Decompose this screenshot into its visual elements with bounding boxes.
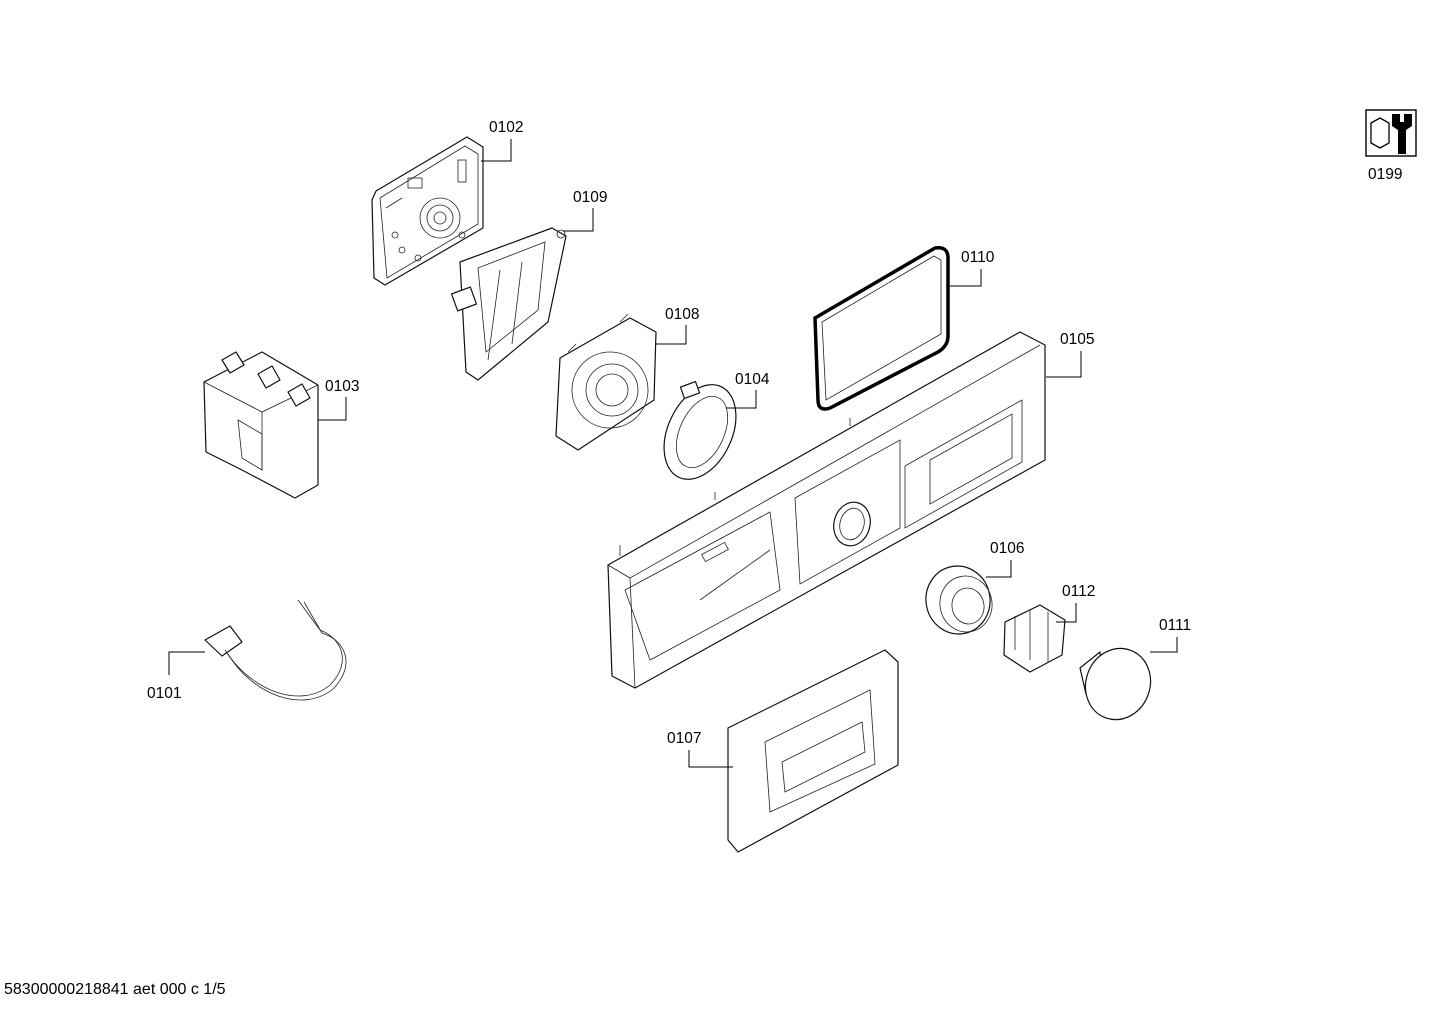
callout-0111: 0111 — [1159, 617, 1191, 634]
part-0101-power-cord — [204, 599, 347, 701]
part-0105-control-panel — [607, 331, 1046, 689]
part-0107-drawer-handle — [727, 649, 899, 853]
callout-0109: 0109 — [573, 189, 607, 206]
part-0102-pcb — [371, 136, 484, 286]
callout-0107: 0107 — [667, 730, 701, 747]
callout-0103: 0103 — [325, 378, 359, 395]
callout-0106: 0106 — [990, 540, 1024, 557]
wrench-nut-icon — [1365, 109, 1417, 157]
callout-0101: 0101 — [147, 685, 181, 702]
callout-0112: 0112 — [1062, 583, 1095, 600]
part-0106-knob-ring — [925, 565, 993, 635]
callout-0108: 0108 — [665, 306, 699, 323]
part-0110-display-window — [813, 245, 950, 411]
callout-0102: 0102 — [489, 119, 523, 136]
callout-0104: 0104 — [735, 371, 770, 388]
part-0112-encoder — [1003, 604, 1066, 673]
document-id-footer: 58300000218841 aet 000 c 1/5 — [4, 981, 226, 998]
part-0104-ring — [663, 381, 737, 480]
part-0103-module — [203, 351, 319, 499]
part-0109-frame — [450, 227, 567, 381]
callout-0105: 0105 — [1060, 331, 1094, 348]
callout-0110: 0110 — [961, 249, 995, 266]
part-0108-knob-holder — [555, 313, 657, 451]
part-0111-knob — [1079, 647, 1152, 721]
callout-0199: 0199 — [1368, 166, 1402, 183]
leader-lines — [168, 139, 1178, 768]
